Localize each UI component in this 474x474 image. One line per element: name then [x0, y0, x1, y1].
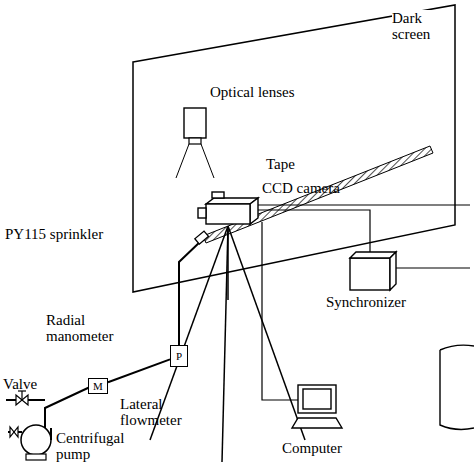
ccd-camera: [198, 192, 258, 224]
tape-strip: [203, 146, 433, 243]
instrument-letter: M: [93, 380, 103, 392]
cabinet: [440, 345, 474, 429]
synchronizer-box: [350, 252, 396, 290]
part-label: Computer: [282, 440, 372, 456]
part-label: CCD camera: [262, 180, 362, 196]
part-label: Tape: [266, 156, 316, 172]
part-label: PY115 sprinkler: [5, 226, 135, 242]
part-label: Lateral flowmeter: [120, 396, 200, 428]
instrument-box: P: [170, 345, 188, 367]
sprinkler-nozzle: [195, 231, 209, 244]
computer: [292, 385, 342, 428]
signal-wire: [258, 205, 470, 400]
part-label: Radial manometer: [46, 312, 136, 344]
part-label: Centrifugal pump: [56, 430, 146, 462]
instrument-box: M: [88, 378, 108, 394]
centrifugal-pump: [21, 425, 51, 460]
part-label: Optical lenses: [210, 84, 320, 100]
dark-screen: [133, 5, 455, 292]
part-label: Dark screen: [392, 10, 454, 42]
pipe: [6, 240, 202, 432]
instrument-letter: P: [176, 350, 182, 362]
optical-lens: [176, 108, 214, 178]
pipe-connector: [108, 359, 170, 382]
part-label: Valve: [3, 376, 53, 392]
part-label: Synchronizer: [326, 294, 436, 310]
